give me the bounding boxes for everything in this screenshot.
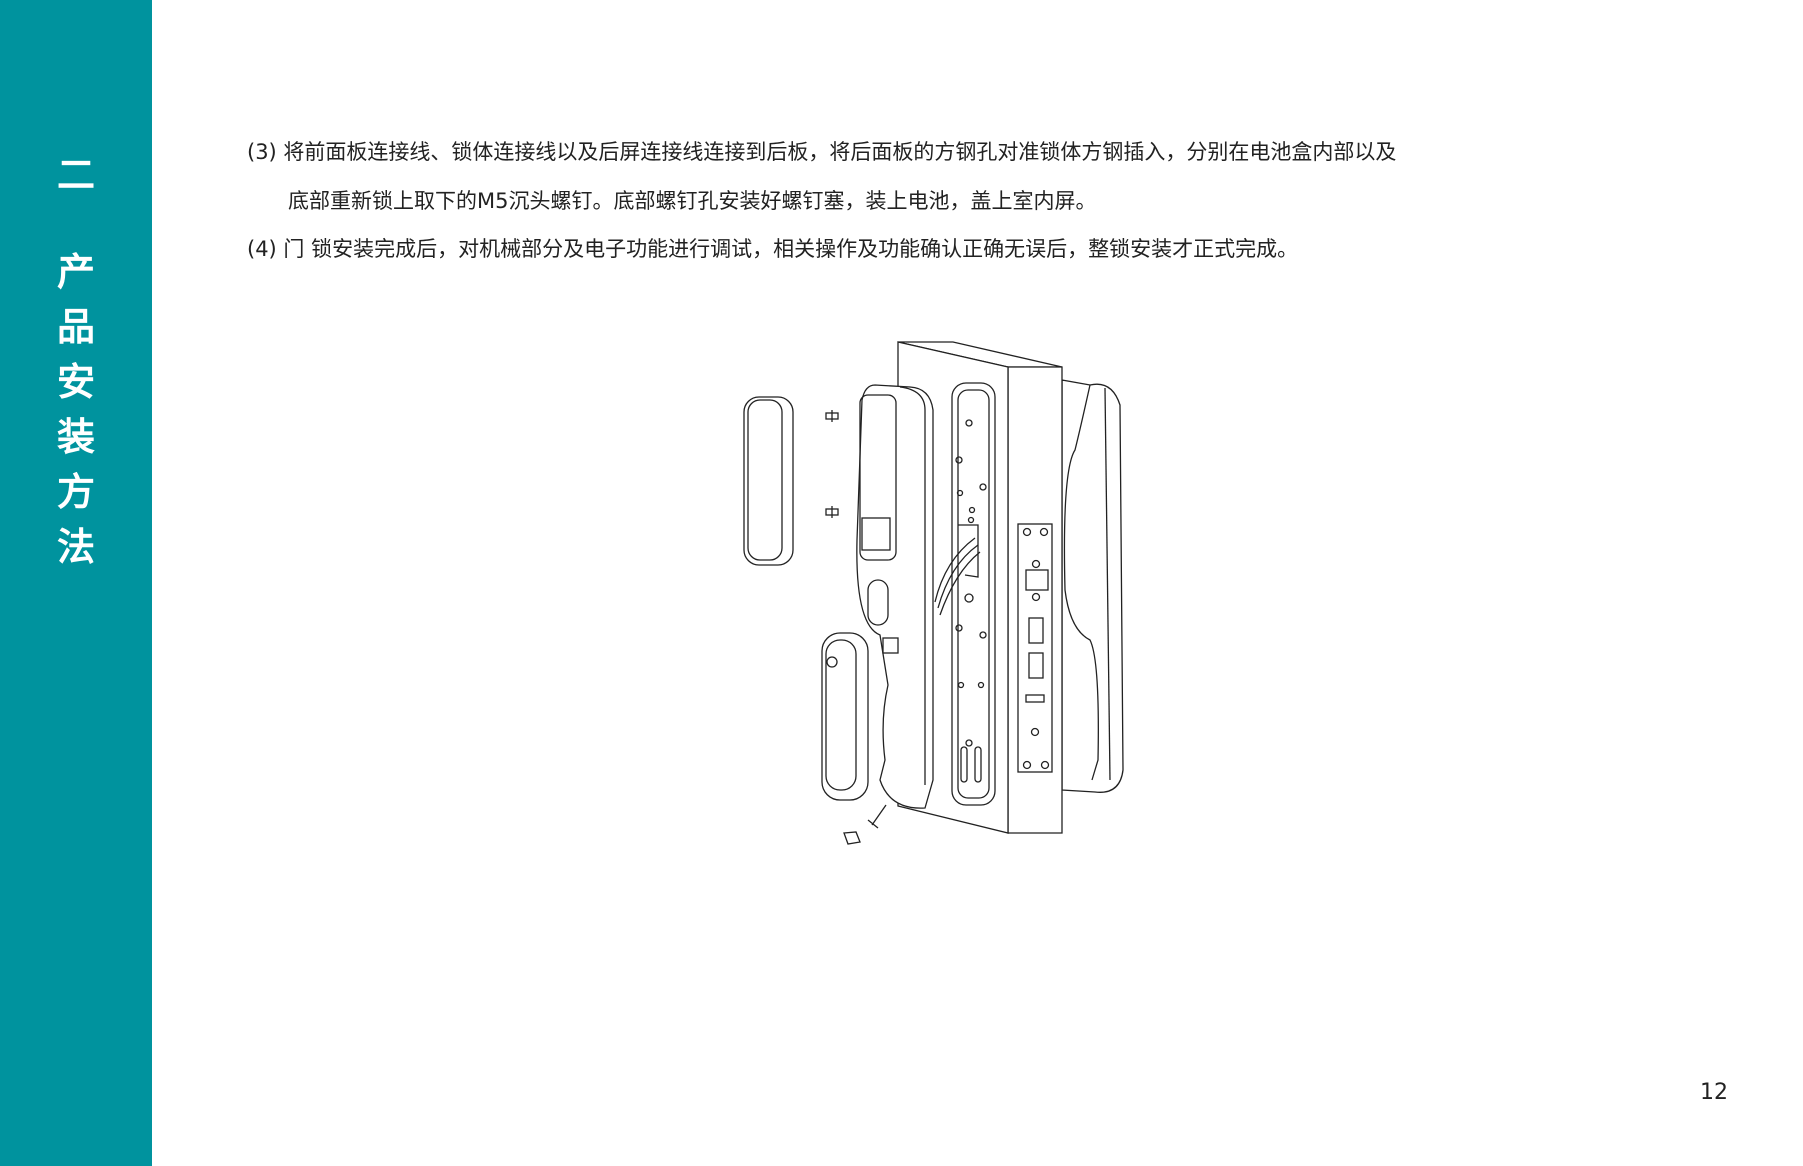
front-panel xyxy=(856,384,934,809)
step-4-line-1: (4) 门 锁安装完成后，对机械部分及电子功能进行调试，相关操作及功能确认正确无… xyxy=(247,237,1299,261)
step-3-line-1: (3) 将前面板连接线、锁体连接线以及后屏连接线连接到后板，将后面板的方钢孔对准… xyxy=(247,140,1397,164)
screw-icon xyxy=(867,804,887,829)
chapter-number: 二 xyxy=(56,153,95,197)
page-number: 12 xyxy=(1700,1080,1728,1105)
screw-icon xyxy=(825,410,839,422)
rear-handle xyxy=(1061,379,1124,793)
screw-icon xyxy=(825,506,839,518)
chapter-title-char: 法 xyxy=(56,525,95,569)
mounting-plate xyxy=(934,382,996,806)
indoor-screen-cover xyxy=(743,396,794,566)
front-handle xyxy=(821,632,869,801)
step-3-line-2: 底部重新锁上取下的M5沉头螺钉。底部螺钉孔安装好螺钉塞，装上电池，盖上室内屏。 xyxy=(288,189,1097,213)
chapter-title-char: 品 xyxy=(56,305,95,349)
lock-installation-diagram xyxy=(743,341,1124,845)
mortise-faceplate xyxy=(1017,523,1053,773)
chapter-sidebar: 二 产 品 安 装 方 法 xyxy=(0,0,152,1166)
chapter-title-char: 安 xyxy=(56,360,95,404)
screw-plug-icon xyxy=(843,831,861,845)
chapter-title-char: 方 xyxy=(56,470,95,514)
chapter-title-char: 装 xyxy=(56,415,95,459)
chapter-title-char: 产 xyxy=(56,250,95,294)
